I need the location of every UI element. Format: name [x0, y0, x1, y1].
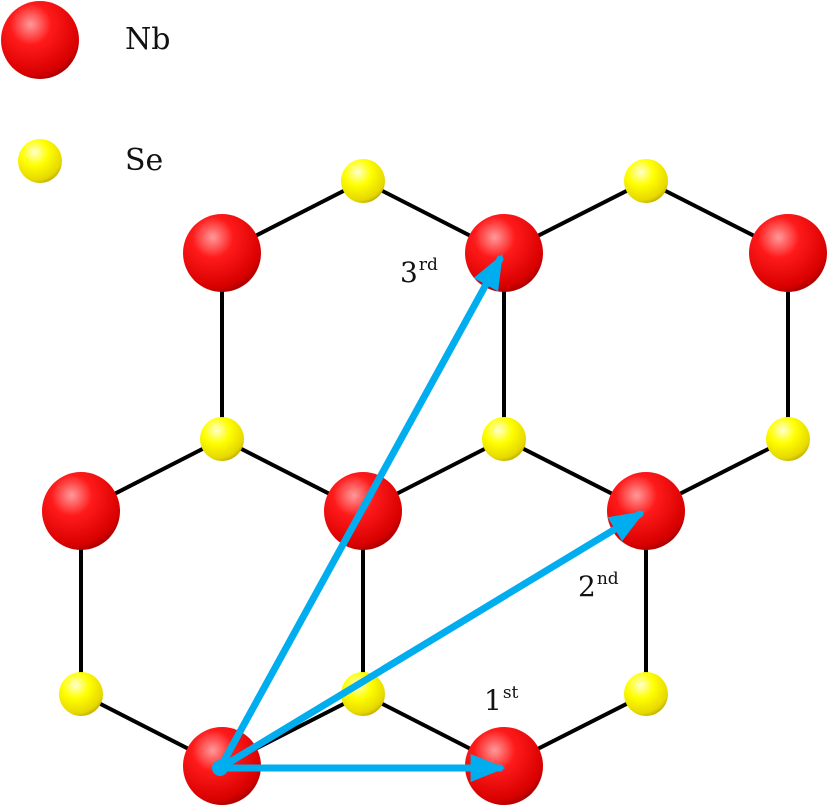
label-first-neighbor: 1st [484, 682, 519, 717]
legend-nb-atom [1, 1, 79, 79]
se-atom [59, 672, 103, 716]
label-second-base: 2 [578, 570, 596, 603]
origin-point [212, 760, 228, 776]
label-second-neighbor: 2nd [578, 568, 619, 603]
nb-atom [749, 214, 827, 292]
legend-se-label: Se [125, 143, 164, 178]
se-atom [341, 159, 385, 203]
legend-se-atom [18, 139, 62, 183]
se-atom [624, 672, 668, 716]
label-first-base: 1 [484, 684, 502, 717]
legend-nb-label: Nb [125, 22, 171, 57]
vector-layer [212, 254, 645, 782]
second-neighbor-arrow [216, 510, 645, 772]
se-atom [766, 417, 810, 461]
se-atom [482, 417, 526, 461]
nb-atom [183, 214, 261, 292]
nb-atom [42, 472, 120, 550]
label-second-suffix: nd [596, 568, 619, 589]
label-third-neighbor: 3rd [400, 254, 438, 289]
nb-atom [465, 214, 543, 292]
label-third-suffix: rd [418, 254, 438, 275]
label-third-base: 3 [400, 256, 418, 289]
se-atom [200, 417, 244, 461]
nb-atom [607, 472, 685, 550]
label-first-suffix: st [502, 682, 519, 703]
se-atom [624, 159, 668, 203]
third-neighbor-arrow [216, 254, 504, 772]
se-atom [341, 672, 385, 716]
